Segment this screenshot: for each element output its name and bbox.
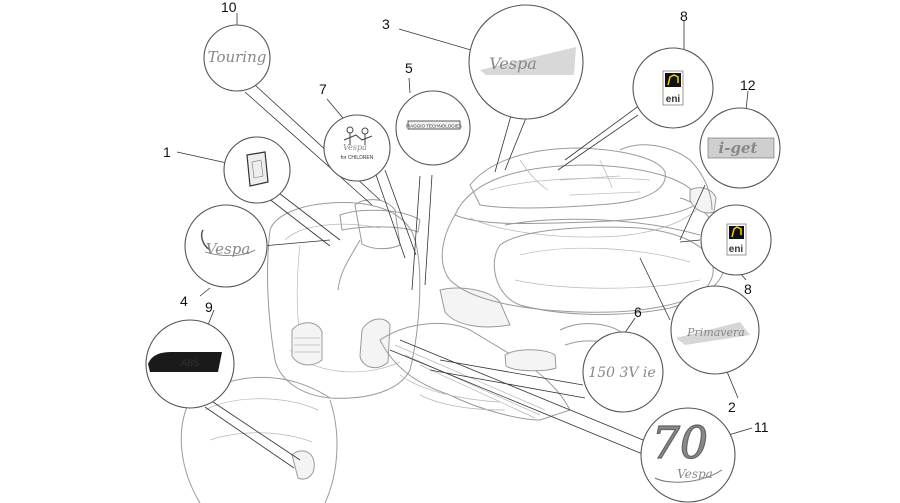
- decal-vespa-top-text: Vespa: [489, 54, 537, 73]
- callout-2: 2: [728, 399, 736, 415]
- decal-150-text: 150 3V ie: [588, 365, 655, 381]
- callout-12: 12: [740, 77, 756, 93]
- callout-8-top: 8: [680, 8, 688, 24]
- decal-abs-badge: [148, 352, 222, 372]
- callout-numbers: 10 3 8 12 1 7 5 8 4 9 6 2 11: [163, 0, 769, 435]
- decal-abs-text: ABS: [180, 358, 199, 368]
- decal-seventy-text: 70: [652, 418, 708, 469]
- decal-vespa-small-text: Vespa: [343, 143, 367, 152]
- callout-9: 9: [205, 299, 213, 315]
- bubble-70-vespa: [640, 407, 736, 503]
- decal-for-children-text: for CHILDREN: [341, 155, 374, 161]
- decal-vespa-top-swoosh: [480, 47, 576, 75]
- bubble-vespa-front: [184, 204, 268, 288]
- callout-1: 1: [163, 144, 171, 160]
- decal-piaggio-technologies-text: PIAGGIO TECHNOLOGIES: [406, 124, 462, 129]
- callout-6: 6: [634, 304, 642, 320]
- callout-11: 11: [754, 419, 769, 435]
- decal-eni-top-text: eni: [666, 94, 681, 105]
- callout-7: 7: [319, 81, 327, 97]
- decal-primavera-text: Primavera: [686, 326, 745, 339]
- callout-3: 3: [382, 16, 390, 32]
- decal-eni-right-text: eni: [729, 244, 744, 255]
- decal-vespa-front-text: Vespa: [206, 240, 251, 258]
- bubble-for-children: [323, 114, 391, 182]
- callout-10: 10: [221, 0, 237, 15]
- callout-4: 4: [180, 293, 188, 309]
- decal-touring-text: Touring: [208, 48, 267, 66]
- scooter-illustration: [180, 144, 726, 503]
- decal-iget-text: i-get: [719, 139, 758, 157]
- decal-vespa-seventy-text: Vespa: [677, 467, 713, 481]
- callout-8-right: 8: [744, 281, 752, 297]
- bubble-150-3v-ie: [582, 331, 664, 413]
- decal-bubbles: Touring Vespa Vespa for CHILDREN PIAGGIO…: [145, 4, 781, 503]
- callout-5: 5: [405, 60, 413, 76]
- bubble-touring: [203, 24, 271, 92]
